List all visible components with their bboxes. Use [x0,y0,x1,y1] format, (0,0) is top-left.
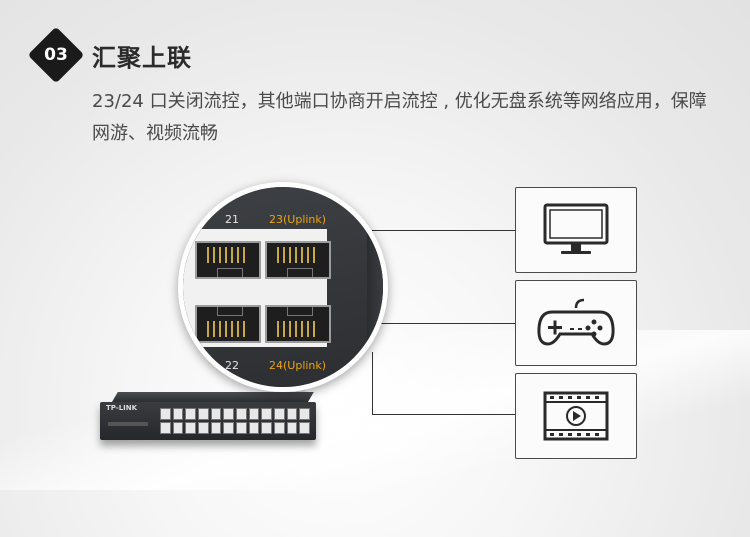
switch-port [274,408,285,420]
switch-port [198,422,209,434]
switch-port-grid [160,408,310,434]
connector-line-monitor [372,230,515,231]
switch-port [286,422,298,434]
switch-port [299,408,310,420]
switch-port [160,422,171,434]
rj45-port-24 [265,305,331,343]
switch-brand-logo: TP-LINK [106,404,138,412]
switch-port [274,422,285,434]
switch-port [261,408,272,420]
port-label-22: 22 [225,359,239,372]
network-switch: TP-LINK [100,392,316,444]
rj45-latch [287,268,313,277]
switch-port [261,422,272,434]
switch-port [223,408,234,420]
port-zoom-magnifier: 21 23(Uplink) 22 24(Uplink) [178,182,388,392]
section-title: 汇聚上联 [92,44,192,72]
switch-led-strip [108,422,148,426]
port-label-21: 21 [225,213,239,226]
switch-port [299,422,310,434]
switch-port [198,408,209,420]
rj45-latch [217,307,243,316]
switch-port [236,408,247,420]
switch-port [286,408,298,420]
switch-front-panel: TP-LINK [100,402,316,440]
device-box-monitor [515,187,637,273]
rj45-port-23 [265,241,331,279]
switch-port [185,422,196,434]
port-label-24-uplink: 24(Uplink) [269,359,327,372]
gamepad-icon [537,298,615,346]
connector-line-video [372,414,515,415]
switch-port [172,408,184,420]
section-description: 23/24 口关闭流控，其他端口协商开启流控 , 优化无盘系统等网络应用，保障网… [92,91,707,144]
device-box-video [515,373,637,459]
rj45-latch [217,268,243,277]
section-number: 03 [44,45,68,65]
rj45-latch [287,307,313,316]
monitor-icon [543,203,609,254]
device-box-gamepad [515,280,637,366]
switch-port [185,408,196,420]
switch-port [248,422,260,434]
video-play-icon [543,391,609,441]
switch-port [172,422,184,434]
switch-port [236,422,247,434]
connector-line-gamepad [378,323,515,324]
switch-port [160,408,171,420]
switch-port [248,408,260,420]
switch-port [210,422,222,434]
rj45-port-22 [195,305,261,343]
switch-port [223,422,234,434]
rj45-port-21 [195,241,261,279]
port-label-23-uplink: 23(Uplink) [269,213,327,226]
switch-top-surface [112,392,314,402]
zoom-switch-edge [367,187,383,387]
switch-port [210,408,222,420]
